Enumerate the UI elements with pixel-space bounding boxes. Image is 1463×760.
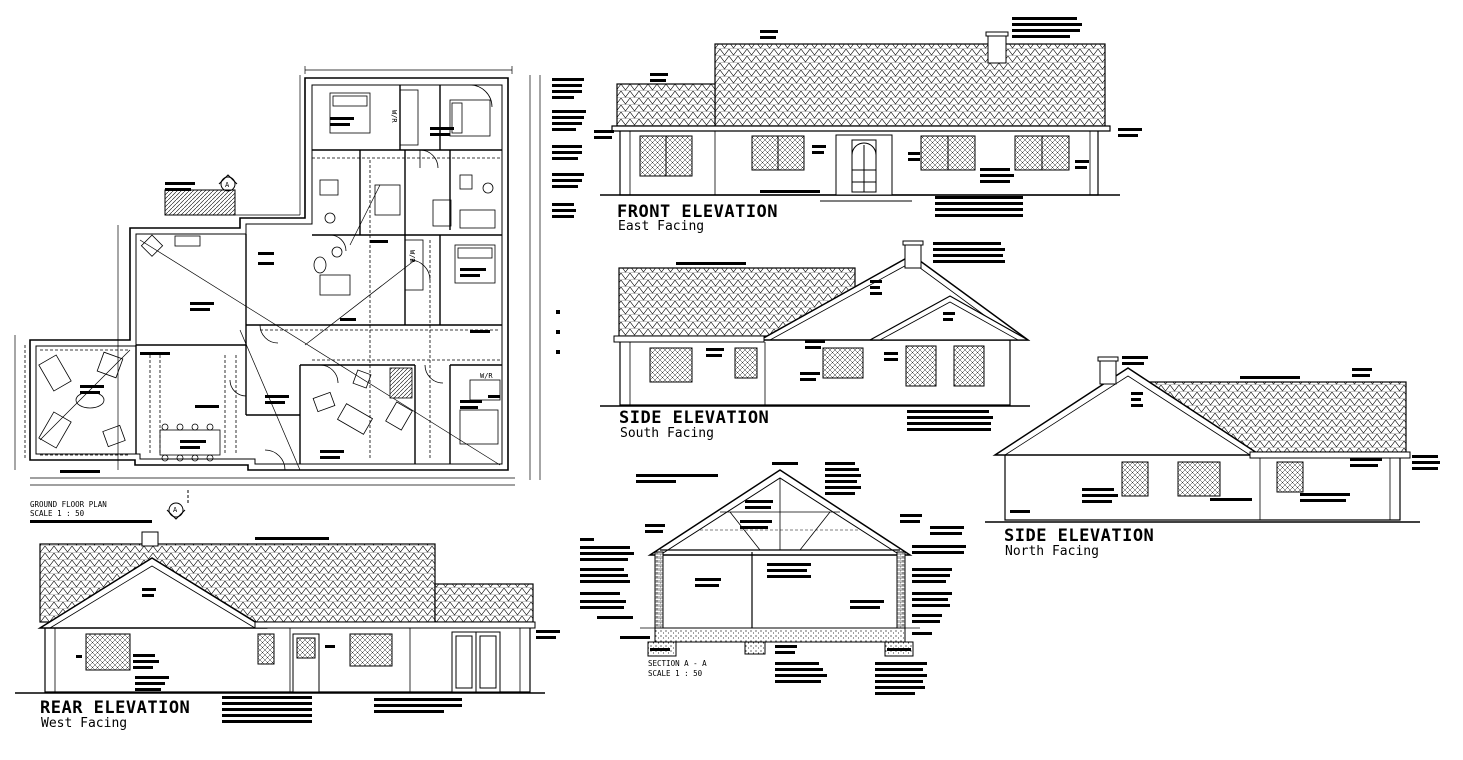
plan-bay-window [164,189,236,216]
north-windows [1121,461,1304,497]
plan-interior-walls [135,85,502,464]
south-elevation-title: SIDE ELEVATION [619,408,770,428]
north-elevation-subtitle: North Facing [1005,544,1099,559]
front-elevation-title: FRONT ELEVATION [617,202,779,222]
section-scale: SCALE 1 : 50 [648,669,703,678]
front-elevation-subtitle: East Facing [618,219,705,234]
plan-dashed-lines [24,157,502,460]
wardrobe-label-2: W/R [408,250,416,263]
rear-door [292,633,320,693]
south-elevation-subtitle: South Facing [620,426,714,441]
front-windows [639,135,1070,177]
annotation-blocks [30,17,1440,723]
rear-elevation [15,531,545,694]
rear-patio-door [451,631,501,693]
front-door [835,134,893,196]
side-elevation-north [985,356,1420,523]
ground-floor-plan-scale: SCALE 1 : 50 [30,509,85,518]
wardrobe-labels: W/R W/R W/R A A [173,110,493,514]
north-elevation-title: SIDE ELEVATION [1004,526,1155,546]
rear-elevation-subtitle: West Facing [41,716,128,731]
section-marker-label-top: A [225,181,230,189]
front-elevation [600,31,1120,202]
rear-windows [85,633,393,671]
plan-porch [389,367,413,399]
south-windows [649,345,985,387]
section-marker-label-bottom: A [173,506,178,514]
side-elevation-south [600,240,1031,407]
ground-floor-plan-title: GROUND FLOOR PLAN [30,500,107,509]
plan-outer-walls [29,77,509,471]
rear-elevation-title: REAR ELEVATION [40,698,191,718]
section-title: SECTION A - A [648,659,707,668]
section-marker-top [218,174,238,192]
plan-doors [229,84,493,471]
wardrobe-label-3: W/R [480,372,493,380]
ground-floor-plan [14,66,541,520]
section-marker-bottom [166,490,189,520]
wardrobe-label-1: W/R [390,110,398,123]
plan-furniture [38,89,501,462]
plan-section-lines [39,184,501,471]
